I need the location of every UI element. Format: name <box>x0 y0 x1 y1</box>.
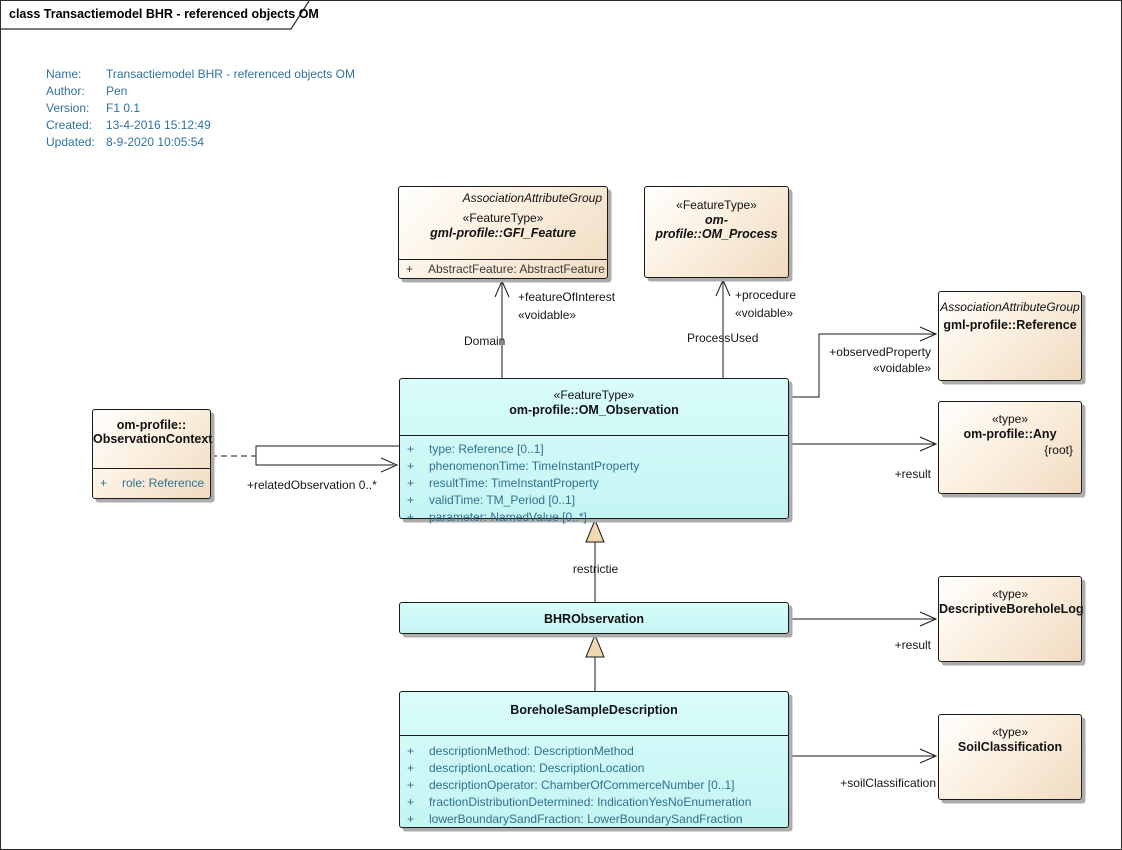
triangle-arrowhead-icon <box>585 633 605 658</box>
stereotype-label: «type» <box>991 587 1029 601</box>
attribute-row: +fractionDistributionDetermined: Indicat… <box>407 795 752 809</box>
class-soil-classification[interactable]: «type» SoilClassification <box>938 714 1082 800</box>
class-name: gml-profile::GFI_Feature <box>430 226 576 240</box>
association-name-process-used: ProcessUsed <box>687 331 759 345</box>
stereotype-group-label: AssociationAttributeGroup <box>940 300 1080 314</box>
metadata-row: Author:Pen <box>46 84 128 98</box>
voidable-stereotype-label: «voidable» <box>735 306 794 320</box>
class-name: SoilClassification <box>957 740 1063 754</box>
attribute-row: +lowerBoundarySandFraction: LowerBoundar… <box>407 812 743 826</box>
connector-observed-property[interactable] <box>789 326 938 398</box>
stereotype-label: «type» <box>991 412 1029 426</box>
metadata-row: Name:Transactiemodel BHR - referenced ob… <box>46 67 355 81</box>
connector-result-log[interactable] <box>789 611 938 627</box>
attribute-row: +descriptionMethod: DescriptionMethod <box>407 744 634 758</box>
class-name: om-profile::OM_Observation <box>509 403 679 417</box>
diagram-title: class Transactiemodel BHR - referenced o… <box>9 7 319 21</box>
generalization-borehole-sample-description[interactable] <box>585 633 605 691</box>
stereotype-group-label: AssociationAttributeGroup <box>462 191 602 205</box>
triangle-arrowhead-icon <box>585 518 605 543</box>
role-label-observed-property: +observedProperty <box>829 345 931 359</box>
metadata-row: Version:F1 0.1 <box>46 101 141 115</box>
connector-feature-of-interest[interactable] <box>494 279 510 378</box>
connector-procedure[interactable] <box>715 278 731 378</box>
class-name: DescriptiveBoreholeLog <box>939 602 1084 616</box>
open-arrowhead-icon <box>919 748 938 764</box>
attribute-row: +type: Reference [0..1] <box>407 442 544 456</box>
class-name: om-profile::Any <box>963 427 1057 441</box>
voidable-stereotype-label: «voidable» <box>872 361 931 375</box>
class-om-any[interactable]: «type» om-profile::Any {root} <box>938 401 1082 494</box>
open-arrowhead-icon <box>919 611 938 627</box>
metadata-row: Updated:8-9-2020 10:05:54 <box>46 135 205 149</box>
stereotype-label: «FeatureType» <box>462 211 544 225</box>
attribute-row: +parameter: NamedValue [0..*] <box>407 510 587 524</box>
attribute-row: +validTime: TM_Period [0..1] <box>407 493 576 507</box>
class-descriptive-borehole-log[interactable]: «type» DescriptiveBoreholeLog <box>938 576 1084 662</box>
class-borehole-sample-description[interactable]: BoreholeSampleDescription +descriptionMe… <box>399 691 789 828</box>
class-name: BoreholeSampleDescription <box>510 703 678 717</box>
role-label-result-log: +result <box>894 638 931 652</box>
connector-soil-classification[interactable] <box>789 748 938 764</box>
attribute-row: +descriptionLocation: DescriptionLocatio… <box>407 761 645 775</box>
role-label-soil-classification: +soilClassification <box>840 776 936 790</box>
class-name: om-profile::OM_Process <box>655 213 778 241</box>
connector-related-observation[interactable] <box>211 445 399 473</box>
class-om-process[interactable]: «FeatureType» om-profile::OM_Process <box>644 186 789 278</box>
open-arrowhead-icon <box>919 326 938 342</box>
class-name: BHRObservation <box>543 612 645 626</box>
class-gml-reference[interactable]: AssociationAttributeGroup gml-profile::R… <box>938 291 1082 381</box>
stereotype-label: «FeatureType» <box>676 198 757 212</box>
attribute-row: +role: Reference <box>100 476 205 490</box>
class-name-line1: om-profile:: <box>116 418 187 432</box>
open-arrowhead-icon <box>919 436 938 452</box>
generalization-bhr-observation[interactable] <box>585 518 605 602</box>
role-label-result-any: +result <box>894 467 931 481</box>
role-label-procedure: +procedure <box>735 288 797 302</box>
class-gfi-feature[interactable]: AssociationAttributeGroup «FeatureType» … <box>398 186 608 279</box>
class-name-line2: ObservationContext <box>93 432 213 446</box>
class-bhr-observation[interactable]: BHRObservation <box>399 602 789 634</box>
association-name-domain: Domain <box>464 334 506 348</box>
open-arrowhead-icon <box>380 457 399 473</box>
voidable-stereotype-label: «voidable» <box>518 308 577 322</box>
metadata-row: Created:13-4-2016 15:12:49 <box>46 118 211 132</box>
attribute-row: +AbstractFeature: AbstractFeature <box>406 262 605 276</box>
role-label-related-observation: +relatedObservation 0..* <box>247 478 377 492</box>
open-arrowhead-icon <box>715 278 731 297</box>
stereotype-label: «type» <box>991 725 1029 739</box>
open-arrowhead-icon <box>494 279 510 298</box>
attribute-row: +resultTime: TimeInstantProperty <box>407 476 599 490</box>
root-tag: {root} <box>1044 443 1073 457</box>
title-tab-outline <box>1 1 310 30</box>
diagram-metadata: Name:Transactiemodel BHR - referenced ob… <box>46 66 355 151</box>
class-om-observation[interactable]: «FeatureType» om-profile::OM_Observation… <box>399 378 789 524</box>
attribute-row: +phenomenonTime: TimeInstantProperty <box>407 459 640 473</box>
attribute-row: +descriptionOperator: ChamberOfCommerceN… <box>407 778 735 792</box>
role-label-feature-of-interest: +featureOfInterest <box>518 290 616 304</box>
stereotype-label: «FeatureType» <box>553 388 635 402</box>
class-name: gml-profile::Reference <box>943 318 1077 332</box>
class-observation-context[interactable]: om-profile:: ObservationContext +role: R… <box>92 409 213 499</box>
generalization-label-restrictie: restrictie <box>572 562 619 576</box>
connector-result-any[interactable] <box>789 436 938 452</box>
